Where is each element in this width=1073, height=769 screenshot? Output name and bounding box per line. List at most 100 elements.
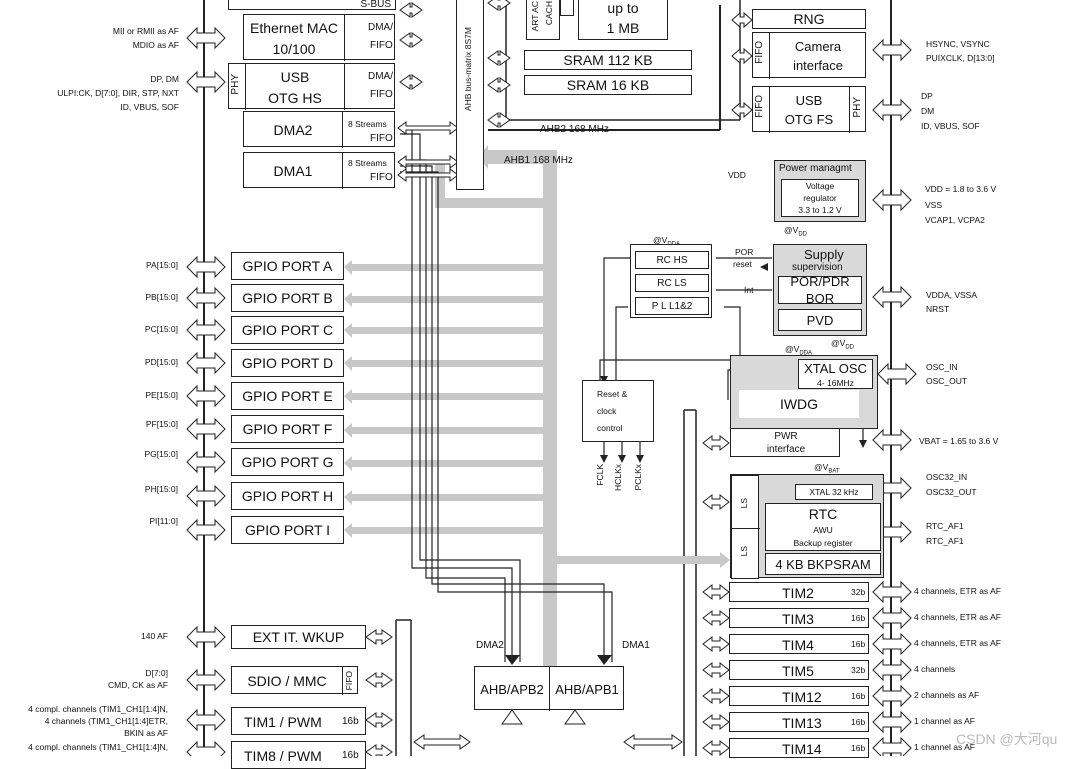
pvd-block: PVD (778, 309, 862, 331)
rc-pll-group: RC HS RC LS P L L1&2 (630, 244, 712, 318)
iwdg-block: IWDG (739, 390, 859, 418)
xtal-iwdg-group: XTAL OSC 4- 16MHz IWDG (730, 355, 878, 429)
rc-hs: RC HS (635, 251, 709, 269)
pd-signal: PD[15:0] (144, 357, 178, 367)
id-vbus-sof-signal: ID, VBUS, SOF (921, 121, 980, 131)
timer-signal: 4 channels, ETR as AF (914, 612, 1001, 622)
dma2-path-label: DMA2 (476, 640, 504, 651)
at-vdda-xtal: @VDDA (785, 344, 812, 357)
xtal-32khz: XTAL 32 kHz (795, 484, 873, 500)
bor-label: BOR (805, 291, 835, 306)
ahb-apb1: AHB/APB1 (555, 681, 619, 697)
tim1-signal-c: BKIN as AF (124, 728, 168, 738)
tim8-pwm: TIM8 / PWM 16b (231, 741, 366, 769)
sram-112kb: SRAM 112 KB (524, 50, 692, 70)
tim8-signal-a: 4 compl. channels (TIM1_CH1[1:4]N, (28, 742, 168, 752)
rcc-line-2: clock (597, 406, 617, 416)
at-vdd-xtal: @VDD (831, 338, 854, 351)
dp-dm-signal: DP, DM (150, 74, 179, 84)
pf-signal: PF[15:0] (145, 419, 178, 429)
cmd-ck-signal: CMD, CK as AF (108, 680, 168, 690)
art-accel-label: ART AC (530, 1, 540, 32)
flash-memory: up to 1 MB (578, 0, 668, 40)
rng-block: RNG (752, 9, 866, 29)
ls-label-1: LS (739, 498, 749, 509)
sdio-mmc: SDIO / MMC FIFO (231, 666, 358, 695)
rtc-awu: AWU (813, 525, 833, 535)
usb-hs-phy: PHY (230, 74, 241, 95)
eth-dma-label: DMA/ (368, 22, 393, 33)
rcc-line-1: Reset & (597, 389, 628, 399)
timer-name: TIM13 (782, 715, 822, 731)
mii-signal: MII or RMII as AF (112, 26, 179, 36)
ls-column: LS LS (731, 475, 760, 579)
sbus-block: S-BUS (228, 0, 396, 10)
xtal-osc-freq: 4- 16MHz (817, 377, 854, 388)
eth-mac-title: Ethernet MAC (250, 19, 338, 36)
eth-fifo-label: FIFO (370, 40, 393, 51)
art-flash-link (560, 0, 574, 16)
timer-bits: 16b (851, 743, 866, 753)
por-reset-1: POR (735, 247, 754, 257)
osc-out-signal: OSC_OUT (926, 376, 968, 386)
usb-fs-title: USB (795, 93, 823, 108)
dma2-title: DMA2 (273, 122, 313, 138)
reset-clock-control: Reset & clock control (582, 380, 654, 442)
bkpsram: 4 KB BKPSRAM (765, 553, 881, 575)
power-title: Power managmt (779, 163, 852, 174)
dma2-block: DMA2 8 Streams FIFO (243, 111, 395, 148)
vdd-range: VDD = 1.8 to 3.6 V (925, 184, 997, 194)
camera-interface: FIFO Camera interface (752, 32, 866, 79)
fclk-label: FCLK (595, 464, 605, 486)
flash-size: 1 MB (606, 20, 640, 36)
gpio-port-f: GPIO PORT F (231, 415, 344, 443)
xtal-osc-title: XTAL OSC (804, 360, 867, 376)
gpio-port-i: GPIO PORT I (231, 516, 344, 544)
voltage-regulator: Voltage regulator 3.3 to 1.2 V (781, 179, 859, 217)
timer-bits: 16b (851, 613, 866, 623)
vdd-label: VDD (728, 170, 746, 180)
reg-line-1: Voltage (805, 181, 835, 191)
dma2-streams: 8 Streams (348, 119, 387, 129)
rtc-title: RTC (808, 506, 838, 522)
pb-signal: PB[15:0] (145, 292, 178, 302)
pe-signal: PE[15:0] (145, 390, 178, 400)
xtal-osc: XTAL OSC 4- 16MHz (798, 359, 873, 389)
timer-name: TIM5 (782, 663, 814, 679)
csdn-watermark: CSDN @大河qu (956, 731, 1058, 747)
timer-name: TIM4 (782, 637, 814, 653)
reg-line-3: 3.3 to 1.2 V (798, 205, 842, 215)
supervision-title-1: Supply (804, 247, 844, 262)
pwr-title: PWR (774, 431, 798, 442)
timer-bits: 16b (851, 639, 866, 649)
timer-signal: 4 channels, ETR as AF (914, 586, 1001, 596)
usb-otg-hs: PHY USB OTG HS DMA/ FIFO (228, 63, 395, 110)
tim1-pwm: TIM1 / PWM 16b (231, 707, 366, 735)
af140-signal: 140 AF (141, 631, 168, 641)
hclk-label: HCLKx (613, 464, 623, 491)
ahb-apb2: AHB/APB2 (480, 681, 544, 697)
ph-signal: PH[15:0] (144, 484, 178, 494)
pwr-interface: PWR interface (730, 429, 840, 457)
timer-signal: 4 channels, ETR as AF (914, 638, 1001, 648)
dma1-fifo: FIFO (370, 172, 393, 183)
osc-in-signal: OSC_IN (926, 362, 958, 372)
id-vbus-signal: ID, VBUS, SOF (120, 102, 179, 112)
vss-signal: VSS (925, 200, 943, 210)
timer-name: TIM12 (782, 689, 822, 705)
reg-line-2: regulator (803, 193, 837, 203)
usb-hs-subtitle: OTG HS (268, 89, 322, 106)
eth-mac-speed: 10/100 (272, 40, 316, 57)
pg-signal: PG[15:0] (144, 449, 178, 459)
tim8-label: TIM8 / PWM (244, 748, 322, 764)
pc-signal: PC[15:0] (144, 324, 178, 334)
usb-hs-dma-label: DMA/ (368, 71, 393, 82)
pclk-label: PCLKx (633, 464, 643, 491)
osc32-out-signal: OSC32_OUT (926, 487, 977, 497)
vbat-range: VBAT = 1.65 to 3.6 V (919, 436, 999, 446)
